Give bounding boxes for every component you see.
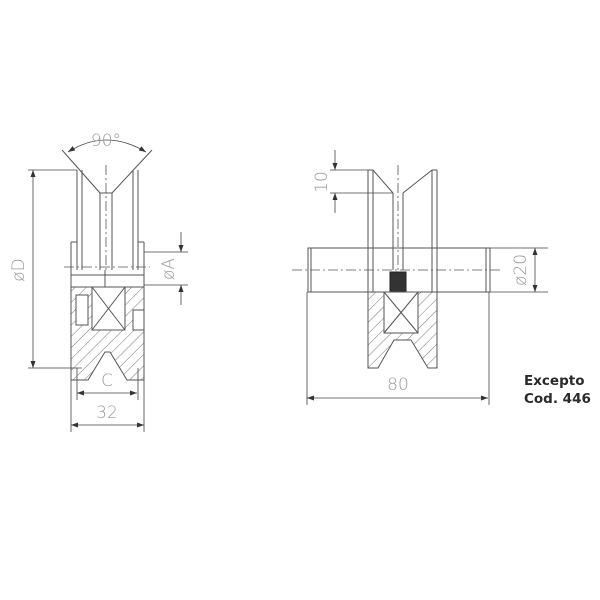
length-label: 80 bbox=[387, 375, 409, 395]
right-view bbox=[307, 169, 491, 369]
groove-width-label: C bbox=[101, 371, 113, 391]
width-label: 32 bbox=[96, 403, 118, 423]
shaft-diameter-label: ø20 bbox=[511, 254, 531, 286]
angle-label: 90° bbox=[91, 131, 121, 151]
exception-note: Excepto Cod. 446 bbox=[524, 372, 591, 408]
diameter-d-label: øD bbox=[9, 258, 29, 282]
note-line-2: Cod. 446 bbox=[524, 391, 591, 407]
note-line-1: Excepto bbox=[524, 373, 585, 389]
diameter-a-label: øA bbox=[159, 258, 179, 280]
depth-label: 10 bbox=[312, 171, 332, 193]
left-view bbox=[61, 149, 153, 381]
